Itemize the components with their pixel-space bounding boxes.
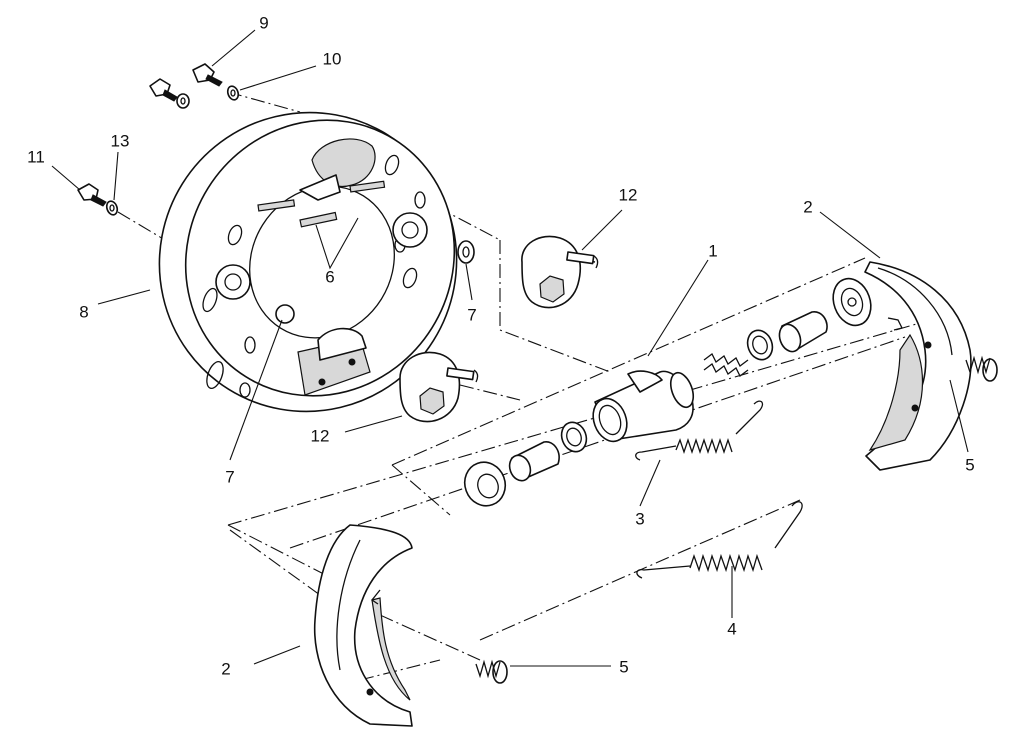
- adjuster-12-lower: [399, 351, 479, 423]
- washer-7-right: [457, 240, 475, 264]
- hold-down-spring-right: [965, 355, 998, 382]
- cylinder-boot-left: [463, 461, 507, 507]
- callout-12-upper: 12: [619, 185, 638, 204]
- adjuster-12-upper: [521, 235, 599, 309]
- cylinder-boot-right: [832, 277, 872, 327]
- callout-4: 4: [727, 619, 736, 638]
- cylinder-cup-left: [560, 421, 588, 453]
- callout-9: 9: [259, 13, 268, 32]
- wheel-cylinder-body: [592, 370, 695, 443]
- brake-shoe-right: [864, 261, 972, 471]
- hold-down-spring-left: [475, 659, 508, 684]
- return-spring-4: [636, 501, 803, 579]
- cylinder-piston-left: [508, 441, 560, 482]
- backing-plate: [158, 111, 458, 413]
- brake-shoe-left: [313, 524, 413, 727]
- return-spring-3: [635, 400, 764, 461]
- callout-13: 13: [111, 131, 130, 150]
- cylinder-piston-right: [778, 311, 828, 353]
- callout-7-left: 7: [225, 467, 234, 486]
- callout-2-right: 2: [803, 197, 812, 216]
- callout-labels: 9 10 11 13 12 2 1 6 8 7 12 5 7 3 4 2 5: [27, 13, 975, 678]
- callout-2-left: 2: [221, 659, 230, 678]
- callout-1: 1: [708, 241, 717, 260]
- callout-3: 3: [635, 509, 644, 528]
- leader-lines: [51, 29, 969, 667]
- bolt-extra: [149, 78, 190, 109]
- washer-10: [226, 85, 240, 101]
- callout-6: 6: [325, 267, 334, 286]
- callout-5-right: 5: [965, 455, 974, 474]
- callout-8: 8: [79, 302, 88, 321]
- bolt-9: [192, 63, 223, 87]
- callout-5-left: 5: [619, 657, 628, 676]
- callout-11: 11: [27, 147, 45, 166]
- washer-13: [105, 200, 119, 216]
- callout-10: 10: [323, 49, 342, 68]
- callout-7-right: 7: [467, 305, 476, 324]
- cylinder-cup-right: [746, 329, 774, 361]
- callout-12-lower: 12: [311, 426, 330, 445]
- bolt-11: [77, 183, 107, 207]
- cylinder-spring: [703, 353, 749, 377]
